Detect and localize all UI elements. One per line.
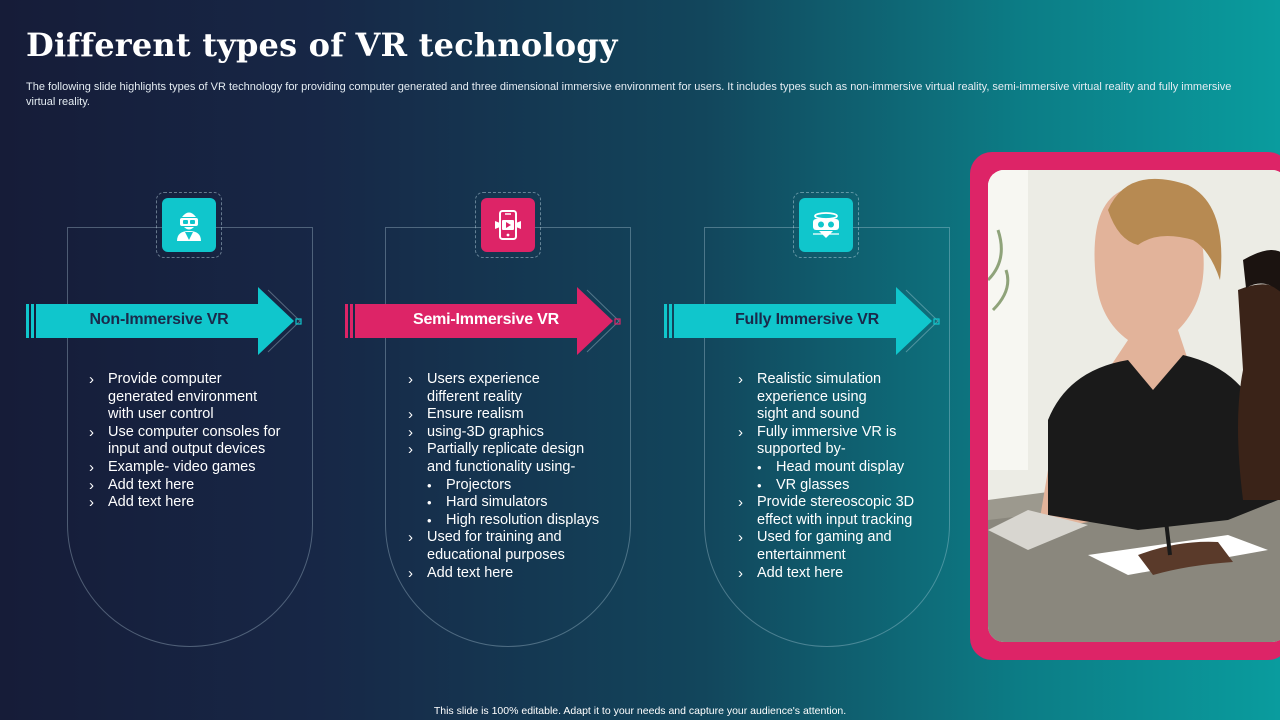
list-item: High resolution displays	[407, 512, 627, 530]
list-item: input and output devices	[108, 441, 266, 458]
list-item: Projectors	[407, 477, 627, 495]
list-item: with user control	[108, 406, 214, 423]
list-item: experience using	[757, 388, 867, 405]
vr-headset-person-icon	[177, 212, 201, 241]
icon-frame-semi-immersive	[475, 192, 541, 258]
list-item: different reality	[427, 388, 522, 405]
list-item: educational purposes	[427, 546, 565, 563]
icon-tile-non-immersive	[162, 198, 216, 252]
list-item: Head mount display	[737, 459, 957, 477]
list-item: Hard simulators	[407, 494, 627, 512]
slide-subtitle: The following slide highlights types of …	[26, 81, 1232, 108]
bullet-list-non-immersive: Provide computer generated environment w…	[88, 371, 308, 512]
arrow-non-immersive	[26, 287, 302, 355]
list-item: Ensure realism	[407, 406, 627, 424]
page-title: Different types of VR technology	[26, 26, 618, 64]
footer-note: This slide is 100% editable. Adapt it to…	[433, 705, 847, 717]
list-item: effect with input tracking	[757, 511, 913, 528]
list-item: Fully immersive VR is	[737, 424, 957, 442]
arrow-semi-immersive	[345, 287, 621, 355]
list-item: Used for gaming and	[737, 529, 957, 547]
list-item: Use computer consoles for	[88, 424, 308, 442]
list-item: using-3D graphics	[407, 424, 627, 442]
list-item: Users experience	[407, 371, 627, 389]
list-item: Realistic simulation	[737, 371, 957, 389]
list-item: Provide stereoscopic 3D	[737, 494, 957, 512]
list-item: Example- video games	[88, 459, 308, 477]
list-item: Add text here	[88, 494, 308, 512]
icon-frame-fully-immersive	[793, 192, 859, 258]
label-fully-immersive: Fully Immersive VR	[734, 311, 880, 328]
bullet-list-semi-immersive: Users experience different reality Ensur…	[407, 371, 627, 582]
list-item: Provide computer	[88, 371, 308, 389]
icon-frame-non-immersive	[156, 192, 222, 258]
people-writing-photo	[988, 170, 1280, 642]
list-item: and functionality using-	[427, 458, 576, 475]
list-item: Add text here	[407, 565, 627, 583]
photo-illustration	[988, 170, 1280, 642]
smartphone-video-icon	[495, 210, 521, 240]
arrow-fully-immersive	[664, 287, 940, 355]
label-non-immersive: Non-Immersive VR	[89, 311, 229, 328]
list-item: Add text here	[88, 477, 308, 495]
list-item: supported by-	[757, 441, 846, 458]
list-item: Partially replicate design	[407, 441, 627, 459]
list-item: VR glasses	[737, 477, 957, 495]
bullet-list-fully-immersive: Realistic simulation experience using si…	[737, 371, 957, 582]
list-item: generated environment	[108, 388, 258, 405]
list-item: entertainment	[757, 546, 846, 563]
list-item: Add text here	[737, 565, 957, 583]
list-item: sight and sound	[757, 406, 860, 423]
label-semi-immersive: Semi-Immersive VR	[412, 311, 559, 328]
icon-tile-fully-immersive	[799, 198, 853, 252]
vr-glasses-icon	[813, 212, 839, 238]
list-item: Used for training and	[407, 529, 627, 547]
icon-tile-semi-immersive	[481, 198, 535, 252]
